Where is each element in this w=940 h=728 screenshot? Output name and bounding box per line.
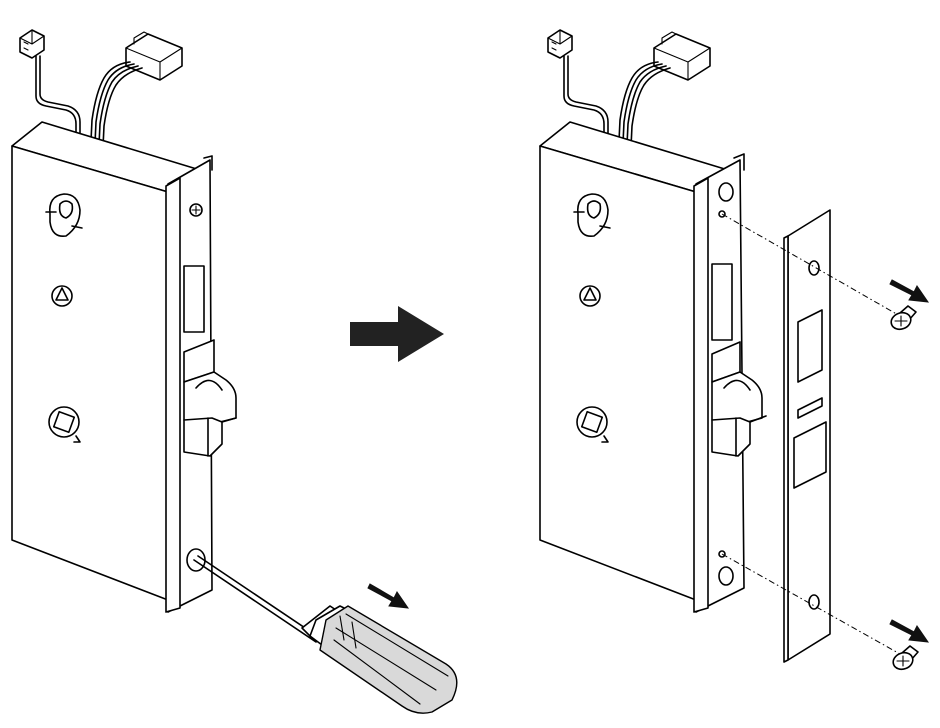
direction-arrow-icon xyxy=(889,279,930,303)
faceplate-icon xyxy=(165,155,237,613)
screw-icon xyxy=(892,645,919,671)
screwdriver-icon xyxy=(193,555,458,714)
before-panel xyxy=(11,29,458,714)
direction-arrow-icon xyxy=(889,619,930,643)
big-right-arrow-icon xyxy=(350,306,444,362)
wire-connector-ribbon-icon xyxy=(617,31,711,169)
inner-faceplate-icon xyxy=(693,153,767,613)
wire-connector-ribbon-icon xyxy=(89,31,183,169)
after-panel xyxy=(539,29,930,671)
lock-body-icon xyxy=(539,121,729,601)
wire-connector-small-icon xyxy=(547,29,609,171)
screw-icon xyxy=(890,305,917,331)
wire-connector-small-icon xyxy=(19,29,81,171)
lock-body-icon xyxy=(11,121,201,601)
outer-faceplate-icon xyxy=(783,209,831,663)
direction-arrow-icon xyxy=(367,583,410,609)
